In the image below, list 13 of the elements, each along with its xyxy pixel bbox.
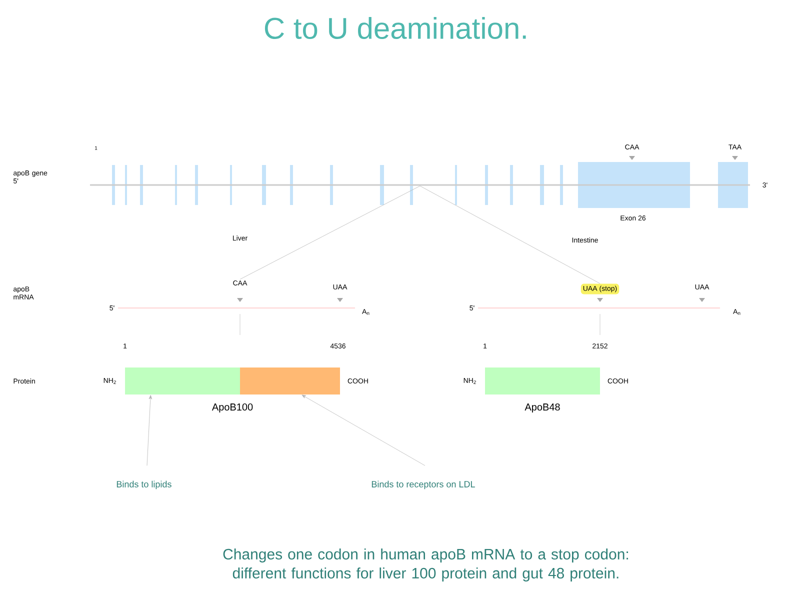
protein-bar xyxy=(485,368,600,394)
protein-name: ApoB100 xyxy=(212,403,253,413)
protein-bar xyxy=(125,368,340,394)
connector-line xyxy=(420,186,600,284)
leader-line xyxy=(146,395,152,466)
caption: Changes one codon in human apoB mRNA to a stop codon: different functions for liver 100 protein and gut 48 protein. xyxy=(223,548,628,582)
domain-label: Binds to lipids xyxy=(116,480,172,490)
protein-name: ApoB48 xyxy=(524,403,560,413)
gene-line xyxy=(90,184,750,186)
leader-line xyxy=(302,394,426,466)
domain-label: Binds to receptors on LDL xyxy=(372,480,475,490)
connector-line xyxy=(240,186,420,280)
title: C to U deamination. xyxy=(264,16,526,40)
